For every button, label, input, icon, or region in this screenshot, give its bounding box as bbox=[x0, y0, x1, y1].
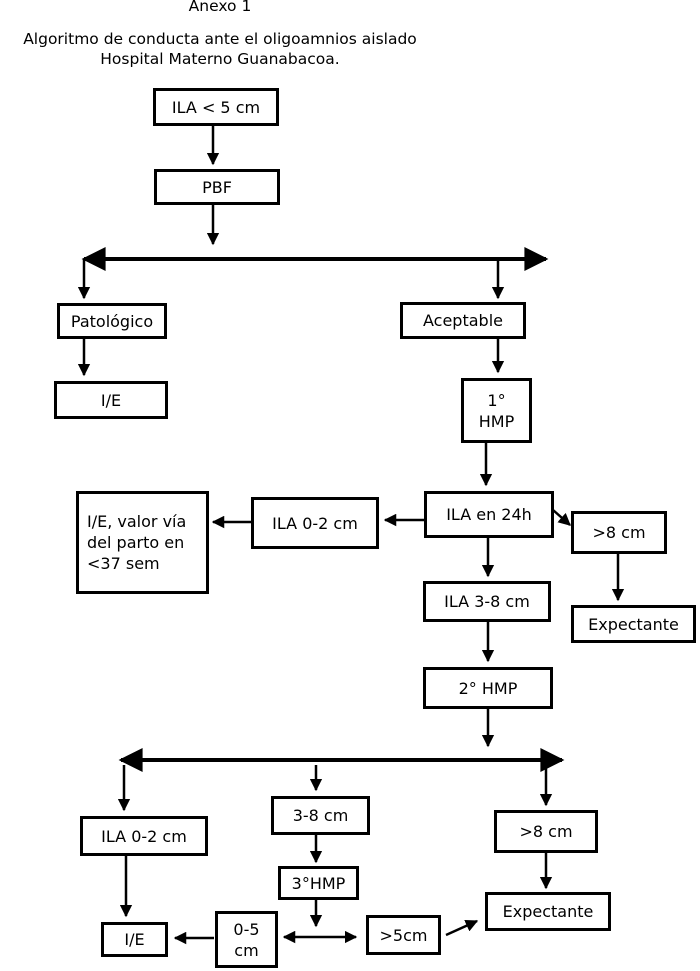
node-3-8-cm: 3-8 cm bbox=[271, 796, 370, 835]
node-ila-0-2-b: ILA 0-2 cm bbox=[80, 816, 208, 856]
diagram-title: Algoritmo de conducta ante el oligoamnio… bbox=[23, 30, 417, 48]
node-hmp2: 2° HMP bbox=[423, 667, 553, 709]
hospital-name: Hospital Materno Guanabacoa. bbox=[100, 50, 340, 68]
node-expectante-b: Expectante bbox=[485, 892, 611, 931]
arrow-gt5-to-expectante bbox=[445, 919, 479, 937]
node-ie-bottom: I/E bbox=[101, 922, 168, 957]
node-expectante-a: Expectante bbox=[571, 605, 696, 643]
node-hmp3: 3°HMP bbox=[278, 866, 359, 900]
node-0-5-cm: 0-5 cm bbox=[215, 911, 278, 968]
node-ila-lt5: ILA < 5 cm bbox=[153, 88, 279, 126]
node-aceptable: Aceptable bbox=[400, 302, 526, 339]
node-ie-top: I/E bbox=[54, 381, 168, 419]
node-pbf: PBF bbox=[154, 169, 280, 205]
node-ila-3-8: ILA 3-8 cm bbox=[423, 581, 551, 622]
arrow-ila24h-to-gt8 bbox=[552, 509, 571, 526]
node-ila-0-2-a: ILA 0-2 cm bbox=[251, 497, 379, 549]
annex-label: Anexo 1 bbox=[188, 0, 252, 15]
node-gt8-b: >8 cm bbox=[494, 810, 598, 853]
node-gt5: >5cm bbox=[366, 915, 441, 955]
node-ila-24h: ILA en 24h bbox=[424, 491, 554, 538]
node-patologico: Patológico bbox=[57, 303, 167, 339]
node-gt8-a: >8 cm bbox=[571, 511, 667, 554]
node-ie-valor: I/E, valor vía del parto en <37 sem bbox=[76, 491, 209, 594]
node-hmp1: 1° HMP bbox=[461, 378, 532, 443]
